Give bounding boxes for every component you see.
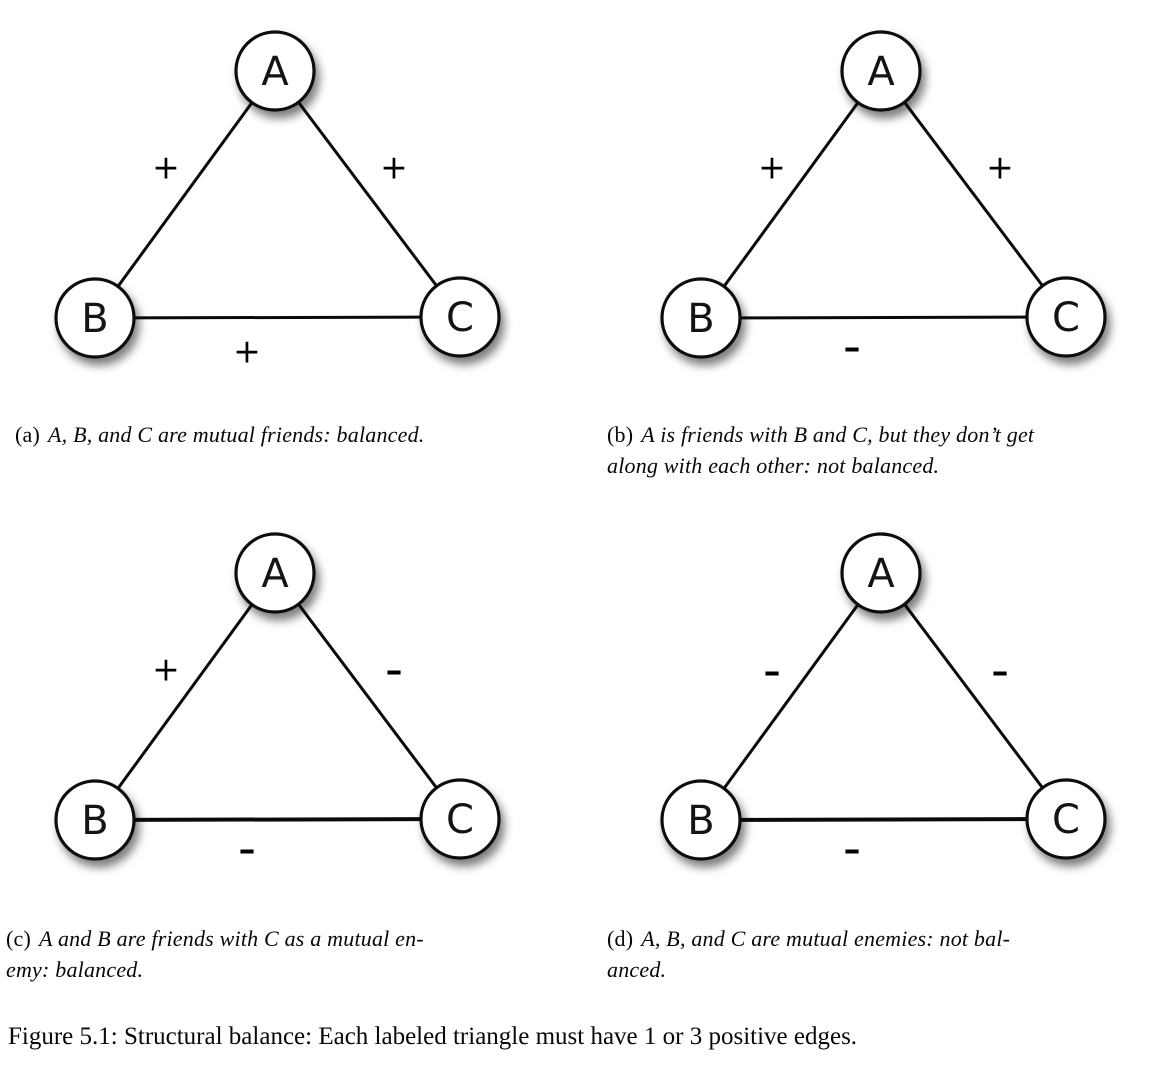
edge-ab-sign: + [152,650,180,689]
edge-bc-sign: + [233,332,261,371]
subcaption-d-label: (d) [607,926,634,951]
node-a-label: A [867,551,895,597]
subcaption-d-line2: anced. [607,957,667,982]
figure-caption: Figure 5.1: Structural balance: Each lab… [8,1023,858,1050]
edge-bc-sign: - [843,317,861,375]
node-c-circle [419,276,501,358]
node-c-label: C [1052,797,1080,843]
subcaption-b-line1: (b)A is friends with B and C, but they d… [607,422,1035,447]
subcaption-a-label: (a) [15,422,41,447]
edge-ab-sign: + [758,148,786,187]
edge-ab [93,572,277,821]
edge-ab-sign: - [763,641,781,699]
subcaption-b-line2: along with each other: not balanced. [607,453,940,478]
edge-ac [879,572,1068,820]
node-b-circle [54,779,136,861]
node-a-circle [234,30,316,112]
node-b-circle [660,779,742,861]
subcaption-d-line1: (d)A, B, and C are mutual enemies: not b… [607,926,1011,951]
node-c-circle [1025,276,1107,358]
edge-ac-sign: + [986,148,1014,187]
edge-ac-sign: + [380,148,408,187]
node-b-label: B [81,798,108,844]
node-c-circle [419,778,501,860]
node-b-circle [660,277,742,359]
subcaption-d: (d)A, B, and C are mutual enemies: not b… [607,923,1160,985]
subcaption-b-label: (b) [607,422,634,447]
node-b-label: B [687,296,714,342]
edge-ac-sign: - [991,641,1009,699]
edge-ab [699,572,883,821]
triangle-diagram-a: A B C + + + [54,30,501,371]
edge-ab-sign: + [152,148,180,187]
edge-bc-sign: - [843,819,861,877]
edge-ac [273,70,462,318]
node-c-label: C [446,797,474,843]
edge-ab [699,70,883,319]
node-a-circle [840,532,922,614]
node-c-circle [1025,778,1107,860]
subcaption-c-line2: emy: balanced. [6,957,144,982]
subcaption-b: (b)A is friends with B and C, but they d… [607,419,1160,481]
subcaption-c: (c)A and B are friends with C as a mutua… [6,923,551,985]
subcaption-c-label: (c) [6,926,32,951]
edge-ab [93,70,277,319]
edge-bc-sign: - [238,819,256,877]
triangle-diagram-c: A B C + - - [54,532,501,877]
edge-bc [700,817,1067,822]
node-b-circle [54,277,136,359]
subcaption-a-line1: (a)A, B, and C are mutual friends: balan… [15,422,425,447]
node-a-label: A [261,551,289,597]
edge-bc [700,315,1067,320]
node-b-label: B [81,296,108,342]
node-a-circle [234,532,316,614]
edge-bc [94,315,461,320]
node-a-circle [840,30,922,112]
node-a-label: A [867,49,895,95]
node-a-label: A [261,49,289,95]
edge-ac [273,572,462,820]
edge-bc [94,817,461,822]
edge-ac-sign: - [385,640,403,698]
triangle-diagram-d: A B C - - - [660,532,1107,877]
subcaption-c-line1: (c)A and B are friends with C as a mutua… [6,926,424,951]
subcaption-a: (a)A, B, and C are mutual friends: balan… [15,419,560,450]
triangle-diagram-b: A B C + + - [660,30,1107,375]
edge-ac [879,70,1068,318]
node-c-label: C [1052,295,1080,341]
node-b-label: B [687,798,714,844]
node-c-label: C [446,295,474,341]
